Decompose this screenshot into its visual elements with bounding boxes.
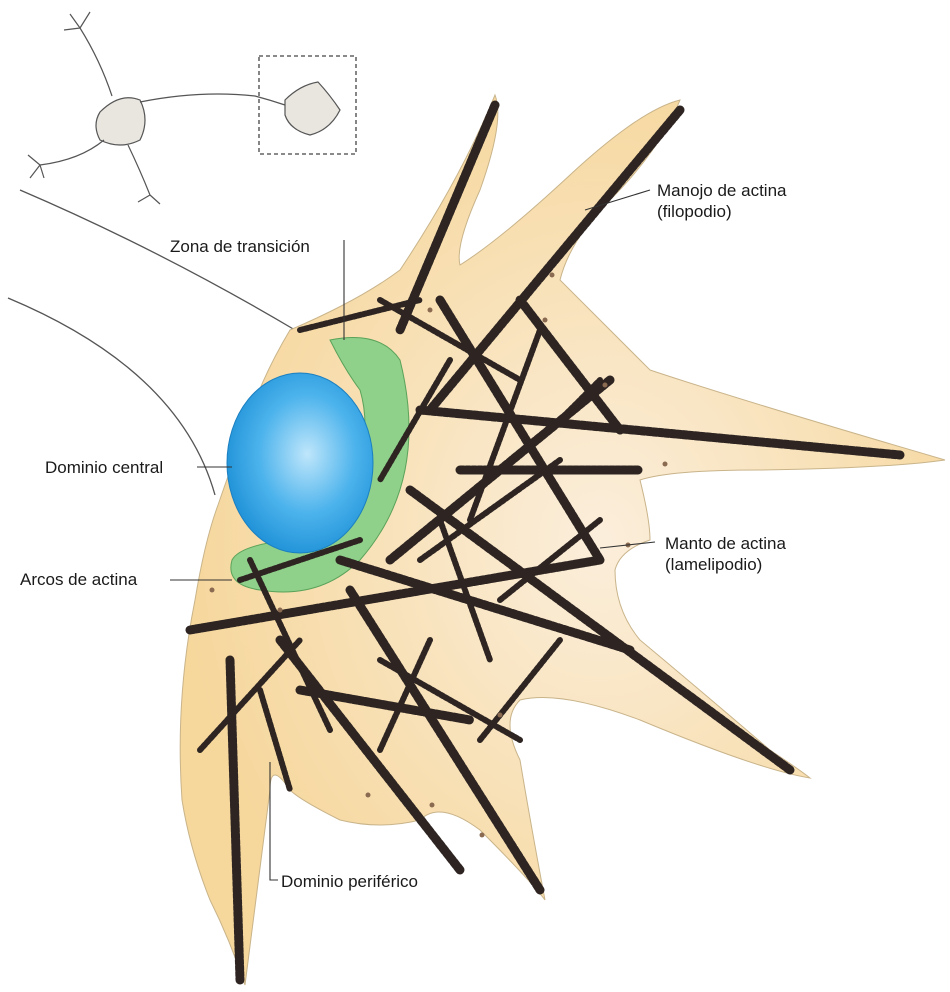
label-filopodio: Manojo de actina (filopodio) [657, 180, 786, 222]
label-peripheral-domain: Dominio periférico [281, 871, 418, 892]
label-central-domain: Dominio central [45, 457, 163, 478]
label-filopodio-line1: Manojo de actina [657, 180, 786, 201]
label-lamelipodio-line1: Manto de actina [665, 533, 786, 554]
label-filopodio-line2: (filopodio) [657, 201, 786, 222]
central-domain-nucleus [227, 373, 373, 553]
label-actin-arcs: Arcos de actina [20, 569, 137, 590]
label-transition-zone: Zona de transición [170, 236, 310, 257]
label-lamelipodio: Manto de actina (lamelipodio) [665, 533, 786, 575]
neuron-schematic-icon [28, 12, 340, 204]
axon-upper-edge [20, 190, 295, 330]
label-lamelipodio-line2: (lamelipodio) [665, 554, 786, 575]
